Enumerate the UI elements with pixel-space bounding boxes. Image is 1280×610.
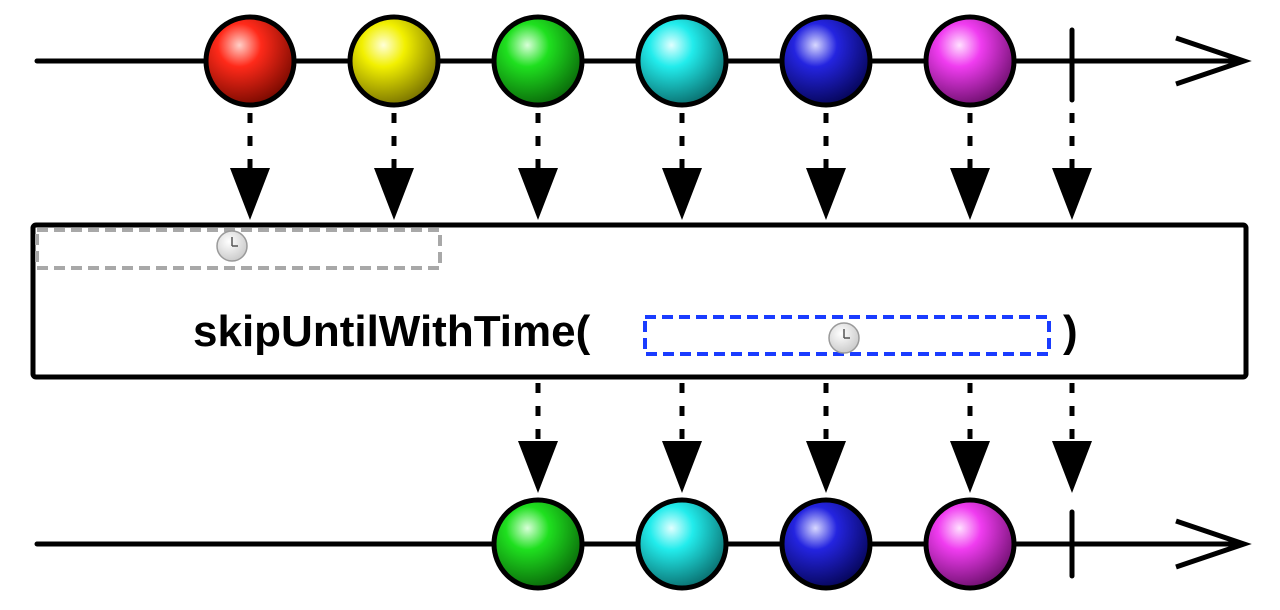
output-marble-green: [491, 497, 585, 591]
input-arrows: [230, 113, 1092, 220]
source-marble-magenta: [923, 14, 1017, 108]
output-arrow-3-arrowhead: [806, 441, 846, 493]
operator-box: skipUntilWithTime( ): [30, 222, 1249, 380]
source-marble-red: [203, 14, 297, 108]
output-marble-magenta: [923, 497, 1017, 591]
source-marble-cyan: [635, 14, 729, 108]
input-arrow-3-arrowhead: [518, 168, 558, 220]
output-arrow-4-arrowhead: [950, 441, 990, 493]
operator-close-paren: ): [1063, 307, 1078, 356]
source-marble-green: [491, 14, 585, 108]
source-marble-blue: [779, 14, 873, 108]
clock-icon: [216, 230, 248, 262]
output-arrow-2-arrowhead: [662, 441, 702, 493]
output-marble-cyan: [635, 497, 729, 591]
output-timeline: [34, 497, 1252, 591]
source-marbles: [203, 14, 1017, 108]
source-timeline: [34, 14, 1252, 108]
operator-name: skipUntilWithTime(: [193, 307, 591, 356]
operator-box-border: [30, 222, 1249, 380]
input-arrow-5-arrowhead: [806, 168, 846, 220]
output-marble-blue: [779, 497, 873, 591]
output-timeline-arrowhead: [1175, 518, 1252, 570]
output-arrow-5-arrowhead: [1052, 441, 1092, 493]
source-timeline-arrowhead: [1175, 35, 1252, 87]
output-arrow-1-arrowhead: [518, 441, 558, 493]
input-arrow-4-arrowhead: [662, 168, 702, 220]
clock-icon: [828, 322, 860, 354]
output-arrows: [518, 383, 1092, 493]
input-arrow-6-arrowhead: [950, 168, 990, 220]
input-arrow-1-arrowhead: [230, 168, 270, 220]
input-arrow-7-arrowhead: [1052, 168, 1092, 220]
source-marble-yellow: [347, 14, 441, 108]
output-marbles: [491, 497, 1017, 591]
input-arrow-2-arrowhead: [374, 168, 414, 220]
